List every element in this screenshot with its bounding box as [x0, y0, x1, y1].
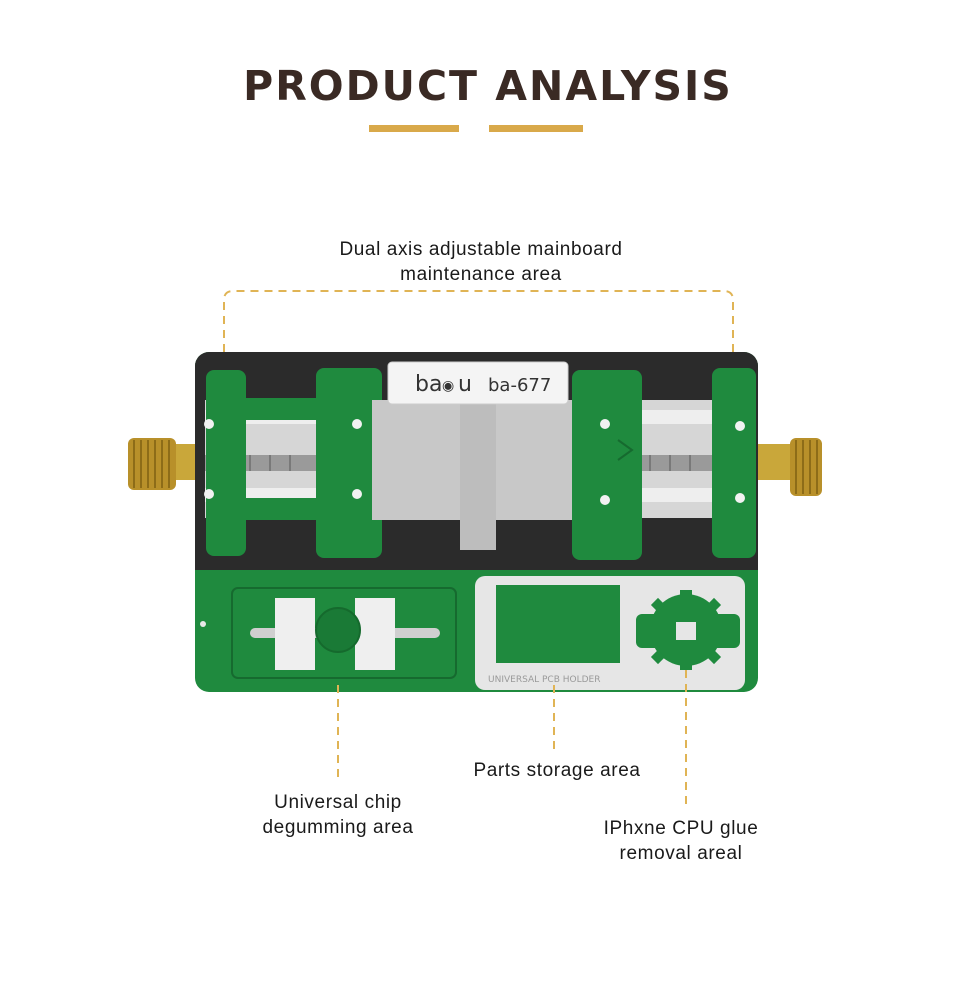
- mainboard-area-bracket: [223, 290, 734, 352]
- brand-plate: [387, 361, 569, 405]
- left-clamp: [204, 370, 316, 556]
- callout-cpu-line2: removal areal: [619, 843, 743, 864]
- callout-chip-area: Universal chip degumming area: [188, 790, 488, 840]
- model-number: ba-677: [488, 375, 551, 396]
- page-title: PRODUCT ANALYSIS: [243, 62, 733, 110]
- callout-mainboard-line2: maintenance area: [400, 264, 562, 285]
- title-underline-right: [489, 125, 583, 132]
- right-clamp: [572, 370, 642, 560]
- callout-storage-area: Parts storage area: [407, 758, 707, 783]
- title-underline-left: [369, 125, 459, 132]
- left-knob: [128, 438, 198, 490]
- right-knob: [755, 438, 822, 496]
- brand-logo-suffix: u: [458, 372, 472, 397]
- callout-mainboard-area: Dual axis adjustable mainboard maintenan…: [281, 237, 681, 287]
- callout-cpu-area: IPhxne CPU glue removal areal: [531, 816, 831, 866]
- far-right-clamp: [712, 368, 756, 558]
- callout-storage-line1: Parts storage area: [473, 760, 641, 781]
- callout-chip-line2: degumming area: [262, 817, 414, 838]
- svg-text:UNIVERSAL PCB HOLDER: UNIVERSAL PCB HOLDER: [488, 675, 600, 685]
- cpu-glue-removal-area: [636, 590, 740, 670]
- brand-logo-wifi-icon: ◉: [442, 378, 454, 394]
- callout-cpu-line1: IPhxne CPU glue: [603, 818, 759, 839]
- brand-logo: ba: [415, 372, 442, 397]
- callout-chip-line1: Universal chip: [274, 792, 402, 813]
- chip-degumming-area: [275, 598, 395, 670]
- inner-left-clamp: [316, 368, 382, 558]
- callout-mainboard-line1: Dual axis adjustable mainboard: [339, 239, 623, 260]
